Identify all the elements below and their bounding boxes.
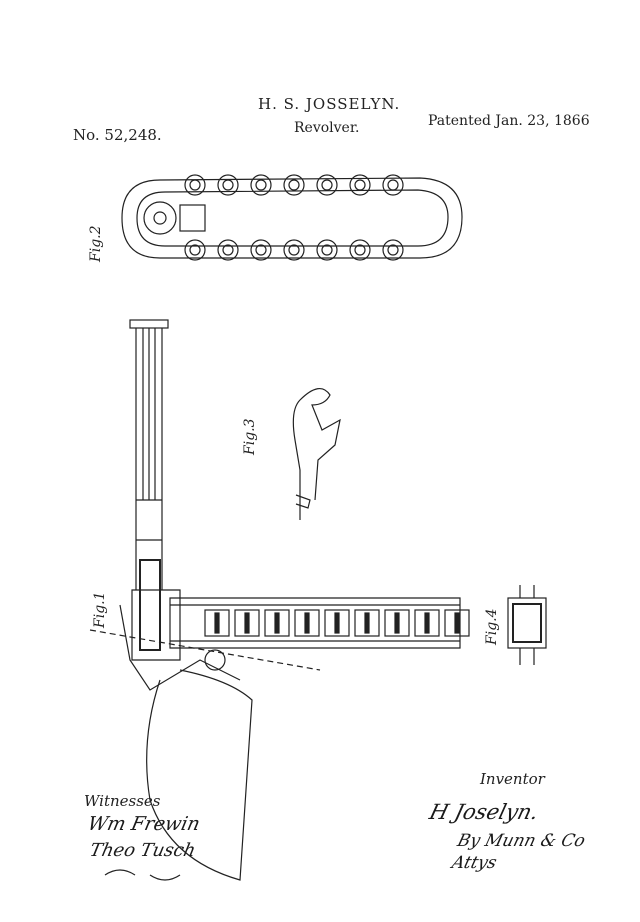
- chain-link: [321, 179, 333, 191]
- inventor-signature: H Joselyn.: [427, 800, 542, 824]
- fig-1-revolver-drawing: [89, 319, 470, 881]
- chain-link: [217, 174, 239, 196]
- magazine-cartridge: [424, 612, 430, 634]
- chain-link: [250, 239, 272, 261]
- inventor-label: Inventor: [480, 770, 545, 788]
- chain-link: [382, 174, 404, 196]
- chain-link: [382, 239, 404, 261]
- chain-link: [255, 179, 267, 191]
- magazine-cartridge: [454, 612, 460, 634]
- chain-link: [222, 179, 234, 191]
- magazine-cartridge: [214, 612, 220, 634]
- chain-link: [250, 174, 272, 196]
- attorney-signature: By Munn & Co Attys: [449, 831, 588, 873]
- magazine-cartridge: [244, 612, 250, 634]
- fig-2-chain-drawing: [121, 174, 463, 261]
- patent-title: Revolver.: [294, 120, 360, 136]
- chain-link: [283, 239, 305, 261]
- witnesses-label: Witnesses: [84, 792, 161, 810]
- chain-link: [255, 244, 267, 256]
- chain-link: [316, 239, 338, 261]
- magazine-chamber: [204, 609, 230, 637]
- magazine-cartridge: [394, 612, 400, 634]
- magazine-chamber: [234, 609, 260, 637]
- chain-link: [349, 174, 371, 196]
- chain-link: [217, 239, 239, 261]
- magazine-cartridge: [364, 612, 370, 634]
- chain-link: [222, 244, 234, 256]
- magazine-chamber: [264, 609, 290, 637]
- witness-signature-1: Wm Frewin: [85, 813, 203, 835]
- magazine-cartridge: [274, 612, 280, 634]
- chain-link: [283, 174, 305, 196]
- chain-link: [354, 179, 366, 191]
- chain-link: [387, 244, 399, 256]
- chain-link: [321, 244, 333, 256]
- patent-number: No. 52,248.: [73, 126, 162, 144]
- chain-link: [189, 179, 201, 191]
- seal-flourish: [104, 869, 181, 881]
- chain-link: [189, 244, 201, 256]
- chain-link: [184, 239, 206, 261]
- chain-link: [288, 244, 300, 256]
- magazine-chamber: [354, 609, 380, 637]
- magazine-chamber: [324, 609, 350, 637]
- chain-link: [387, 179, 399, 191]
- magazine-chamber: [294, 609, 320, 637]
- magazine-chamber: [414, 609, 440, 637]
- magazine-cartridge: [304, 612, 310, 634]
- chain-link: [316, 174, 338, 196]
- chain-link: [288, 179, 300, 191]
- magazine-chamber: [444, 609, 470, 637]
- inventor-name: H. S. JOSSELYN.: [258, 95, 401, 113]
- fig-4-section-drawing: [507, 585, 547, 665]
- chain-link: [349, 239, 371, 261]
- witness-signature-2: Theo Tusch: [87, 840, 198, 861]
- magazine-chamber: [384, 609, 410, 637]
- chain-link: [354, 244, 366, 256]
- chain-link: [184, 174, 206, 196]
- magazine-cartridge: [334, 612, 340, 634]
- fig-3-lock-drawing: [292, 388, 341, 520]
- patent-date: Patented Jan. 23, 1866: [428, 113, 590, 129]
